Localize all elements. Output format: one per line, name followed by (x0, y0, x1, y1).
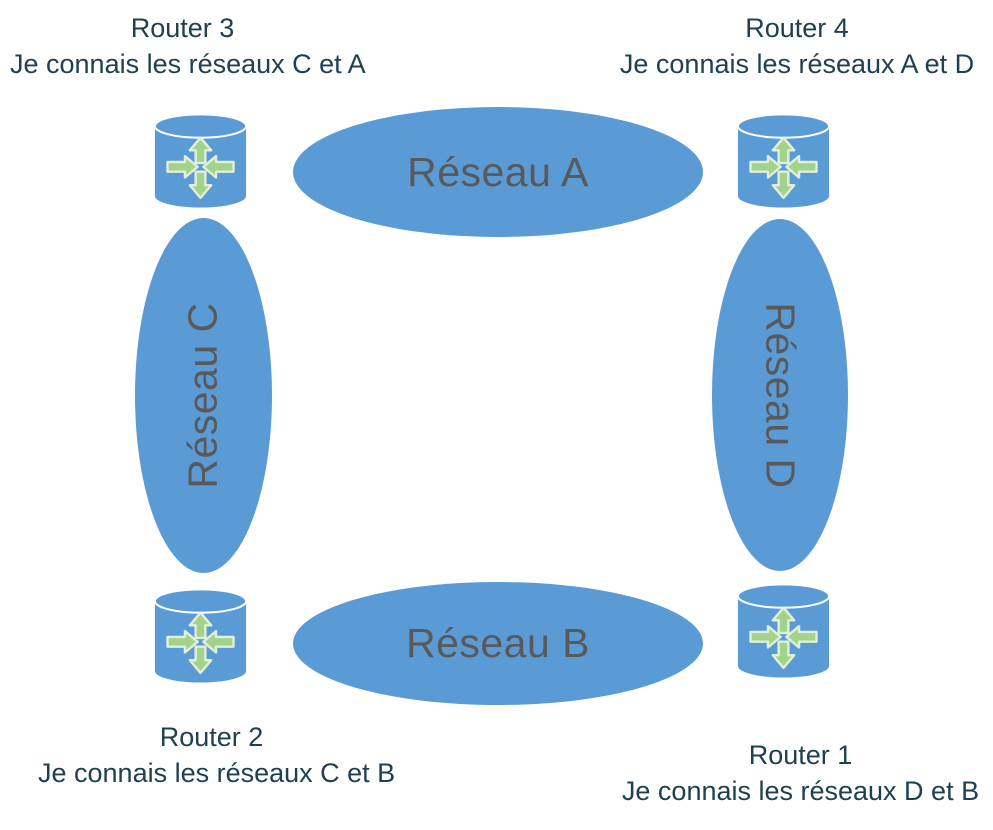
network-a-ellipse: Réseau A (293, 107, 703, 237)
router-1-statement: Je connais les réseaux D et B (621, 776, 980, 806)
router-3-name: Router 3 (130, 13, 235, 43)
network-b-label: Réseau B (405, 620, 591, 666)
router-arrows-icon (749, 136, 818, 200)
router-3-label: Router 3 Je connais les réseaux C et A (10, 10, 366, 82)
router-1-name: Router 1 (748, 740, 853, 770)
router-2-icon (153, 588, 248, 683)
network-c-ellipse: Réseau C (135, 218, 272, 573)
network-b-ellipse: Réseau B (293, 582, 703, 705)
router-2-statement: Je connais les réseaux C et B (38, 758, 396, 788)
network-a-label: Réseau A (407, 148, 589, 195)
router-4-name: Router 4 (745, 13, 849, 43)
router-1-icon (736, 583, 831, 678)
router-2-name: Router 2 (159, 722, 264, 752)
router-2-label: Router 2 Je connais les réseaux C et B (38, 719, 396, 791)
router-3-icon (153, 113, 248, 208)
router-4-icon (736, 113, 831, 208)
router-3-statement: Je connais les réseaux C et A (10, 49, 366, 79)
network-d-label: Réseau D (757, 301, 804, 489)
router-4-statement: Je connais les réseaux A et D (619, 49, 975, 79)
router-arrows-icon (166, 611, 235, 675)
network-c-label: Réseau C (180, 302, 227, 489)
router-1-label: Router 1 Je connais les réseaux D et B (607, 737, 993, 809)
router-4-label: Router 4 Je connais les réseaux A et D (602, 10, 992, 82)
router-arrows-icon (749, 606, 818, 670)
router-arrows-icon (166, 136, 235, 200)
network-d-ellipse: Réseau D (712, 219, 848, 571)
